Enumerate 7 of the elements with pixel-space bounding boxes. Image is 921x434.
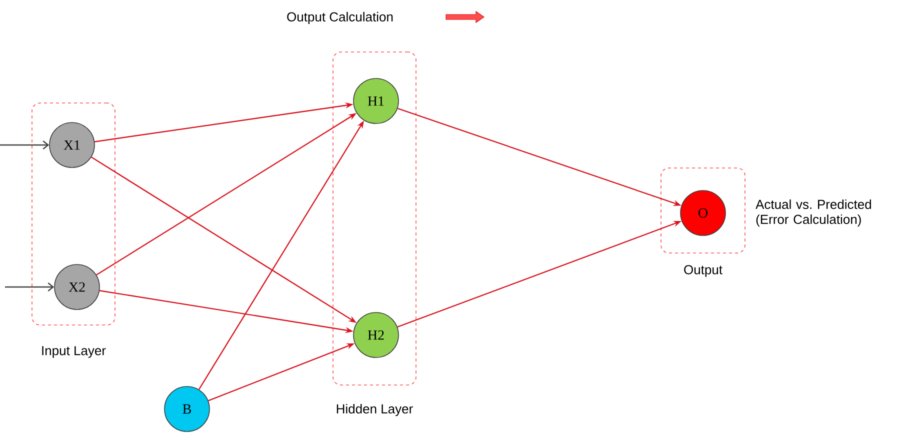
diagram-title: Output Calculation <box>287 12 393 24</box>
arrow <box>0 140 50 150</box>
note-text: Actual vs. Predicted (Error Calculation) <box>756 199 872 227</box>
layer-label: Output <box>684 265 722 277</box>
layer-label: Input Layer <box>42 346 106 358</box>
layer-label: Hidden Layer <box>336 404 413 416</box>
arrow <box>5 282 54 292</box>
